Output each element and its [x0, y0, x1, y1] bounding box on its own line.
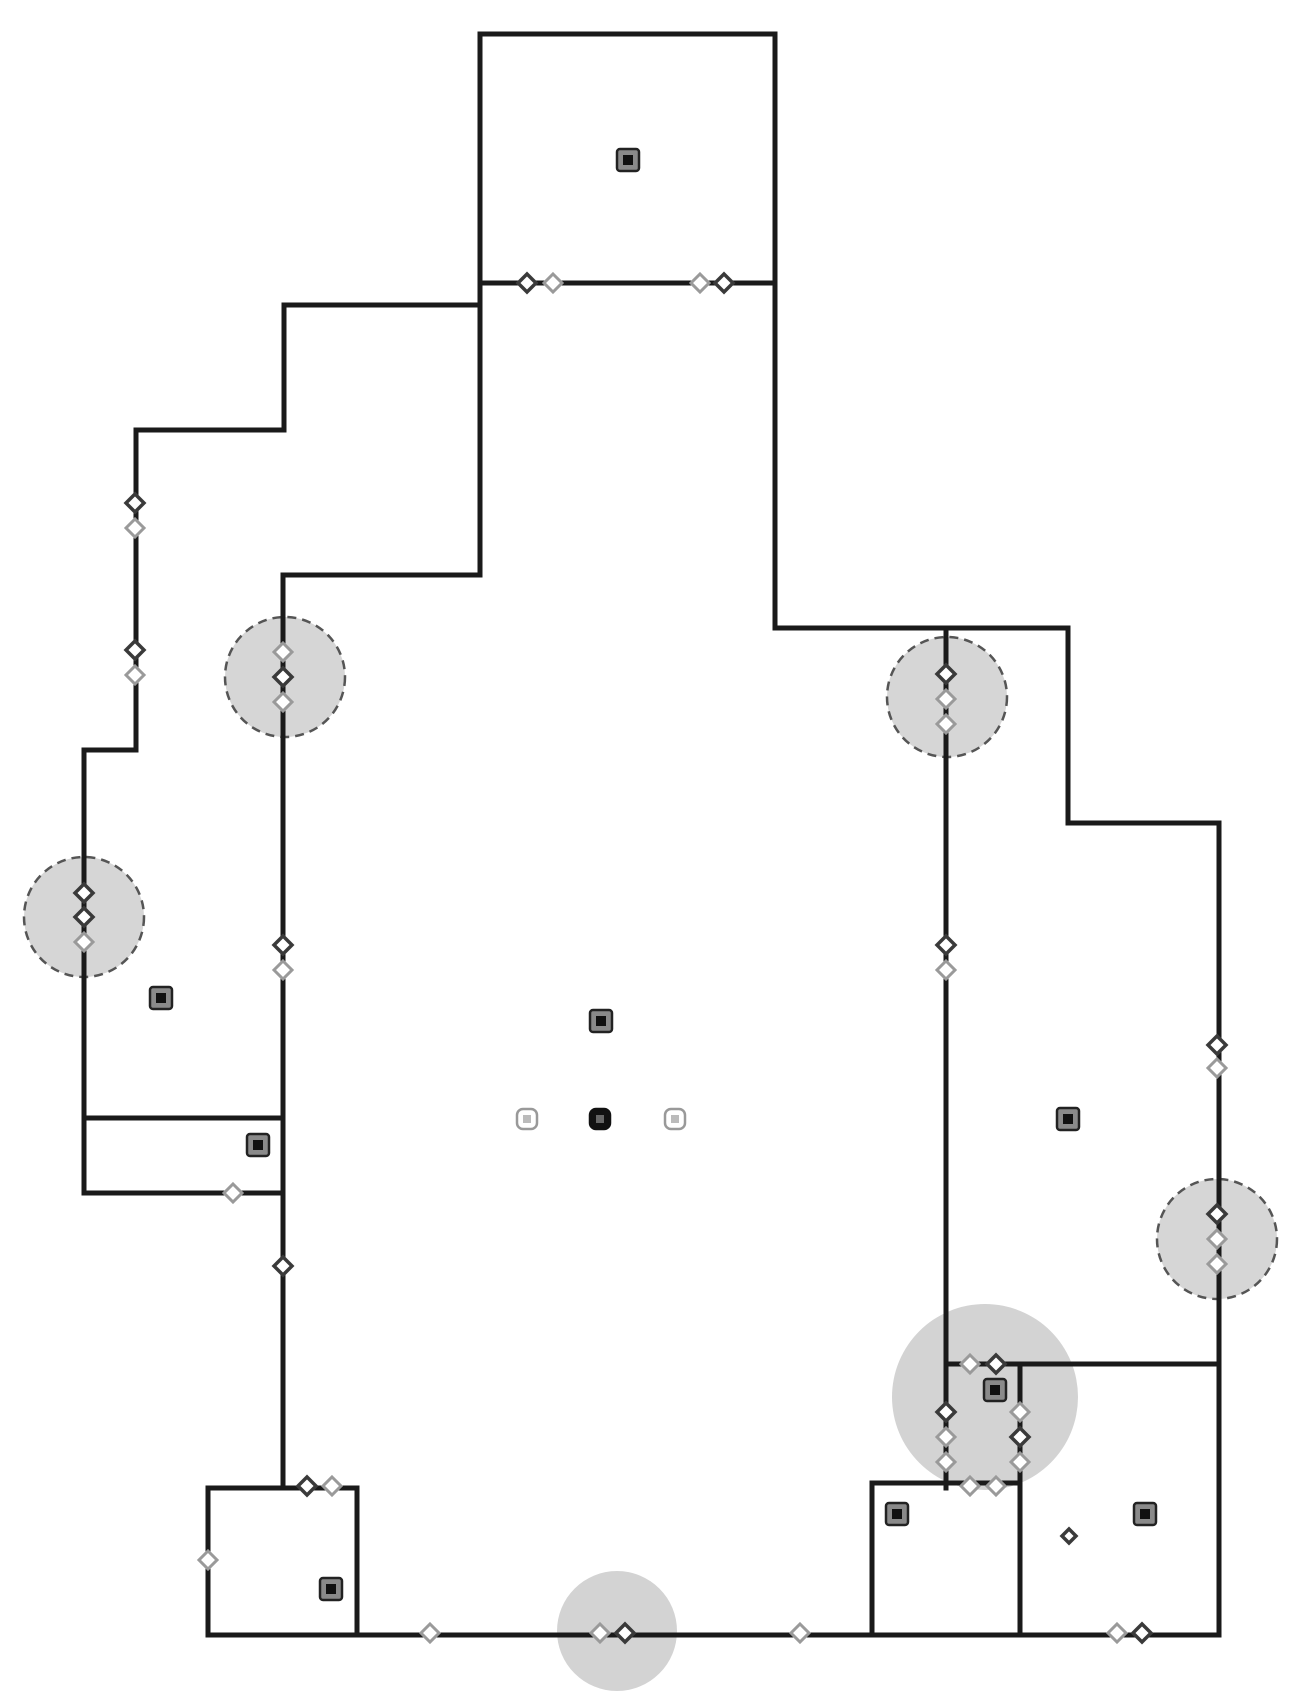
diamond-icon [1059, 1526, 1079, 1546]
interior-wall [280, 1485, 360, 1638]
diamond-icon [1105, 1621, 1129, 1645]
diamond-icon [418, 1621, 442, 1645]
diamond-icon [271, 1254, 295, 1278]
diamond-icon [221, 1181, 245, 1205]
diamond-icon [271, 665, 295, 689]
diamond-icon [984, 1352, 1008, 1376]
square-marker-dot [596, 1016, 606, 1026]
diamond-icon [958, 1352, 982, 1376]
diamond-icon [72, 881, 96, 905]
square-marker-dot [523, 1115, 531, 1123]
diamond-icon [1008, 1450, 1032, 1474]
highlight-layer [22, 615, 1279, 1691]
diamond-icon [688, 271, 712, 295]
diamond-icon [1205, 1033, 1229, 1057]
square-marker-dot [1063, 1114, 1073, 1124]
diamond-icon [958, 1474, 982, 1498]
diamond-icon [1205, 1202, 1229, 1226]
diamond-icon [1008, 1425, 1032, 1449]
square-marker-dot [623, 155, 633, 165]
diamond-icon [1205, 1252, 1229, 1276]
diamond-icon [1008, 1400, 1032, 1424]
diamond-icon [1130, 1621, 1154, 1645]
diamond-icon [934, 1450, 958, 1474]
diamond-icon [1205, 1056, 1229, 1080]
diamond-icon [934, 933, 958, 957]
diamond-icon [271, 640, 295, 664]
diamond-icon [613, 1621, 637, 1645]
square-marker-dot [596, 1115, 604, 1123]
diamond-icon [984, 1474, 1008, 1498]
diamond-icon [271, 958, 295, 982]
diamond-icon [123, 516, 147, 540]
diamond-icon [788, 1621, 812, 1645]
square-marker-dot [671, 1115, 679, 1123]
diamond-icon [541, 271, 565, 295]
nodes-layer [72, 147, 1229, 1645]
diamond-icon [123, 663, 147, 687]
square-marker-dot [326, 1584, 336, 1594]
diamond-icon [123, 638, 147, 662]
diamond-icon [196, 1548, 220, 1572]
diamond-icon [515, 271, 539, 295]
diamond-icon [712, 271, 736, 295]
diamond-icon [271, 690, 295, 714]
diamond-icon [934, 712, 958, 736]
square-marker-dot [253, 1140, 263, 1150]
walls-layer [81, 31, 1222, 1638]
diamond-icon [295, 1474, 319, 1498]
interior-wall [280, 280, 483, 1491]
diamond-icon [320, 1474, 344, 1498]
square-marker-dot [990, 1385, 1000, 1395]
diamond-icon [123, 491, 147, 515]
diamond-icon [1205, 1227, 1229, 1251]
diamond-icon [934, 958, 958, 982]
square-marker-dot [1140, 1509, 1150, 1519]
square-marker-dot [156, 993, 166, 1003]
square-marker-dot [892, 1509, 902, 1519]
diamond-icon [934, 1400, 958, 1424]
diamond-icon [934, 687, 958, 711]
diamond-icon [934, 662, 958, 686]
diamond-icon [271, 933, 295, 957]
diamond-icon [72, 905, 96, 929]
diamond-icon [934, 1425, 958, 1449]
diamond-icon [72, 930, 96, 954]
diamond-icon [588, 1621, 612, 1645]
